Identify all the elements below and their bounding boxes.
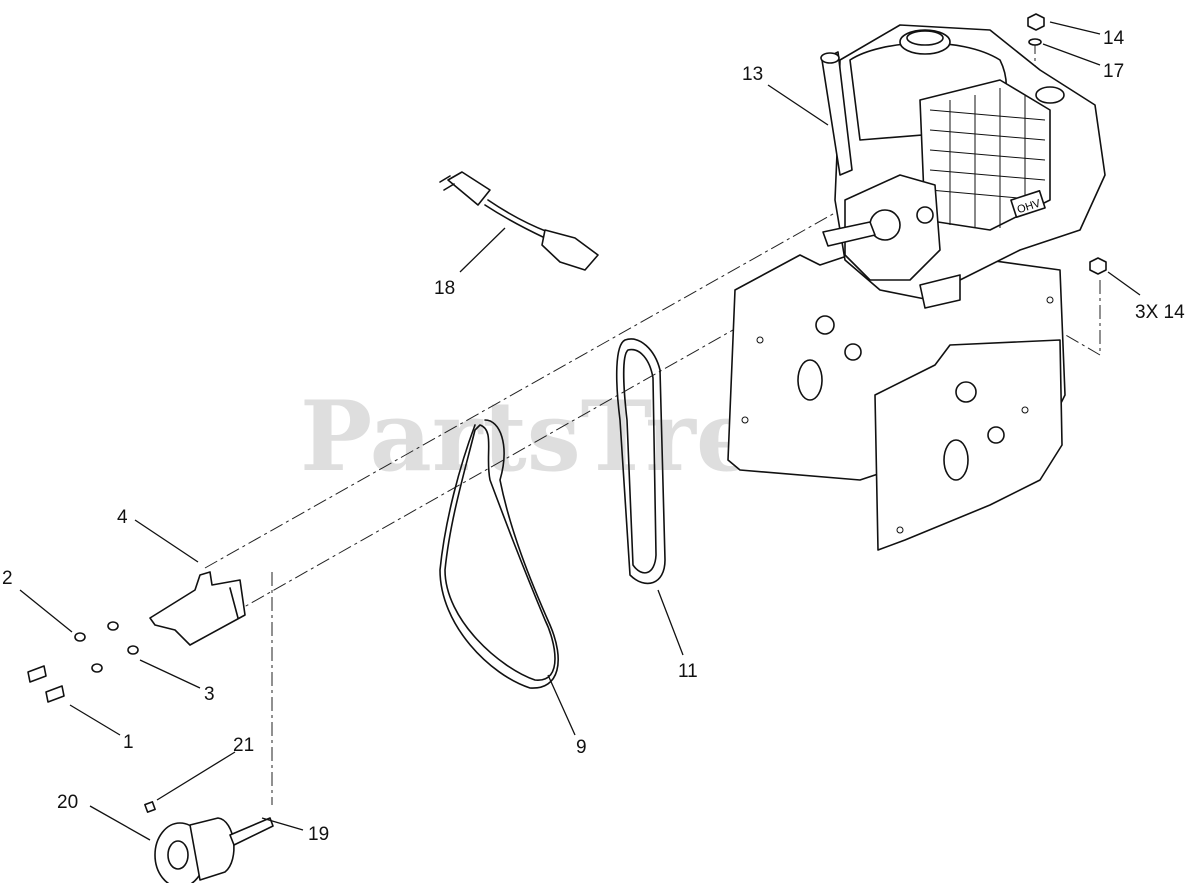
leader-lines — [19, 21, 1141, 841]
extension-cord — [439, 171, 599, 271]
pulley-assembly — [144, 801, 274, 883]
callout-20: 20 — [57, 792, 78, 813]
callout-labels: 14 17 13 18 3X 14 4 2 3 1 11 9 21 20 19 — [2, 28, 1185, 845]
callout-2: 2 — [2, 568, 13, 589]
callout-3x14: 3X 14 — [1135, 302, 1185, 323]
callout-17: 17 — [1103, 61, 1124, 82]
belt-guide-bracket — [149, 571, 246, 646]
callout-13: 13 — [742, 64, 763, 85]
belt-11 — [615, 338, 666, 585]
callout-4: 4 — [117, 507, 128, 528]
callout-18: 18 — [434, 278, 455, 299]
engine: OHV — [820, 24, 1106, 309]
callout-21: 21 — [233, 735, 254, 756]
callout-3: 3 — [204, 684, 215, 705]
fastener-hardware — [27, 621, 139, 703]
engine-bolt-14 — [1027, 13, 1045, 46]
frame-plate — [727, 244, 1066, 551]
callout-19: 19 — [308, 824, 329, 845]
frame-bolt-3x14 — [1089, 257, 1107, 275]
callout-1: 1 — [123, 732, 134, 753]
callout-14: 14 — [1103, 28, 1125, 49]
belt-9 — [439, 419, 559, 689]
callout-11: 11 — [678, 661, 698, 682]
callout-9: 9 — [576, 737, 587, 758]
